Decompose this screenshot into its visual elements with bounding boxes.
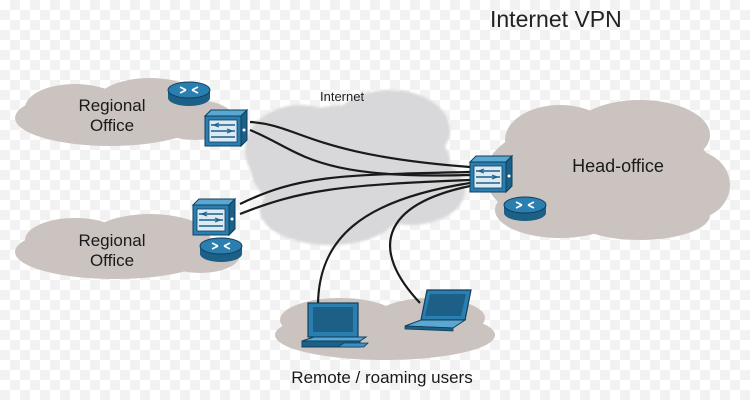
regional-office-1-label: Regional Office [78, 96, 146, 135]
diagram-title: Internet VPN [490, 6, 622, 32]
link-desktop [316, 181, 471, 307]
firewall-icon [468, 154, 514, 194]
link-regional-2-upper [239, 170, 471, 205]
laptop-icon [404, 289, 472, 332]
router-icon [503, 196, 547, 221]
internet-label: Internet [320, 89, 365, 104]
router-icon [199, 237, 243, 262]
link-regional-1-lower [249, 128, 471, 177]
link-laptop [388, 184, 471, 304]
firewall-icon [203, 108, 249, 148]
remote-users-label: Remote / roaming users [291, 368, 473, 387]
link-regional-2-lower [239, 178, 471, 216]
link-regional-1-upper [249, 120, 471, 169]
head-office-label: Head-office [572, 156, 664, 176]
vpn-links [239, 120, 471, 307]
internet-cloud [245, 90, 465, 245]
router-icon [167, 81, 211, 106]
regional-office-2-cloud [15, 214, 240, 279]
desktop-computer-icon [301, 302, 369, 348]
regional-office-2-label: Regional Office [78, 231, 146, 270]
firewall-icon [191, 197, 237, 237]
